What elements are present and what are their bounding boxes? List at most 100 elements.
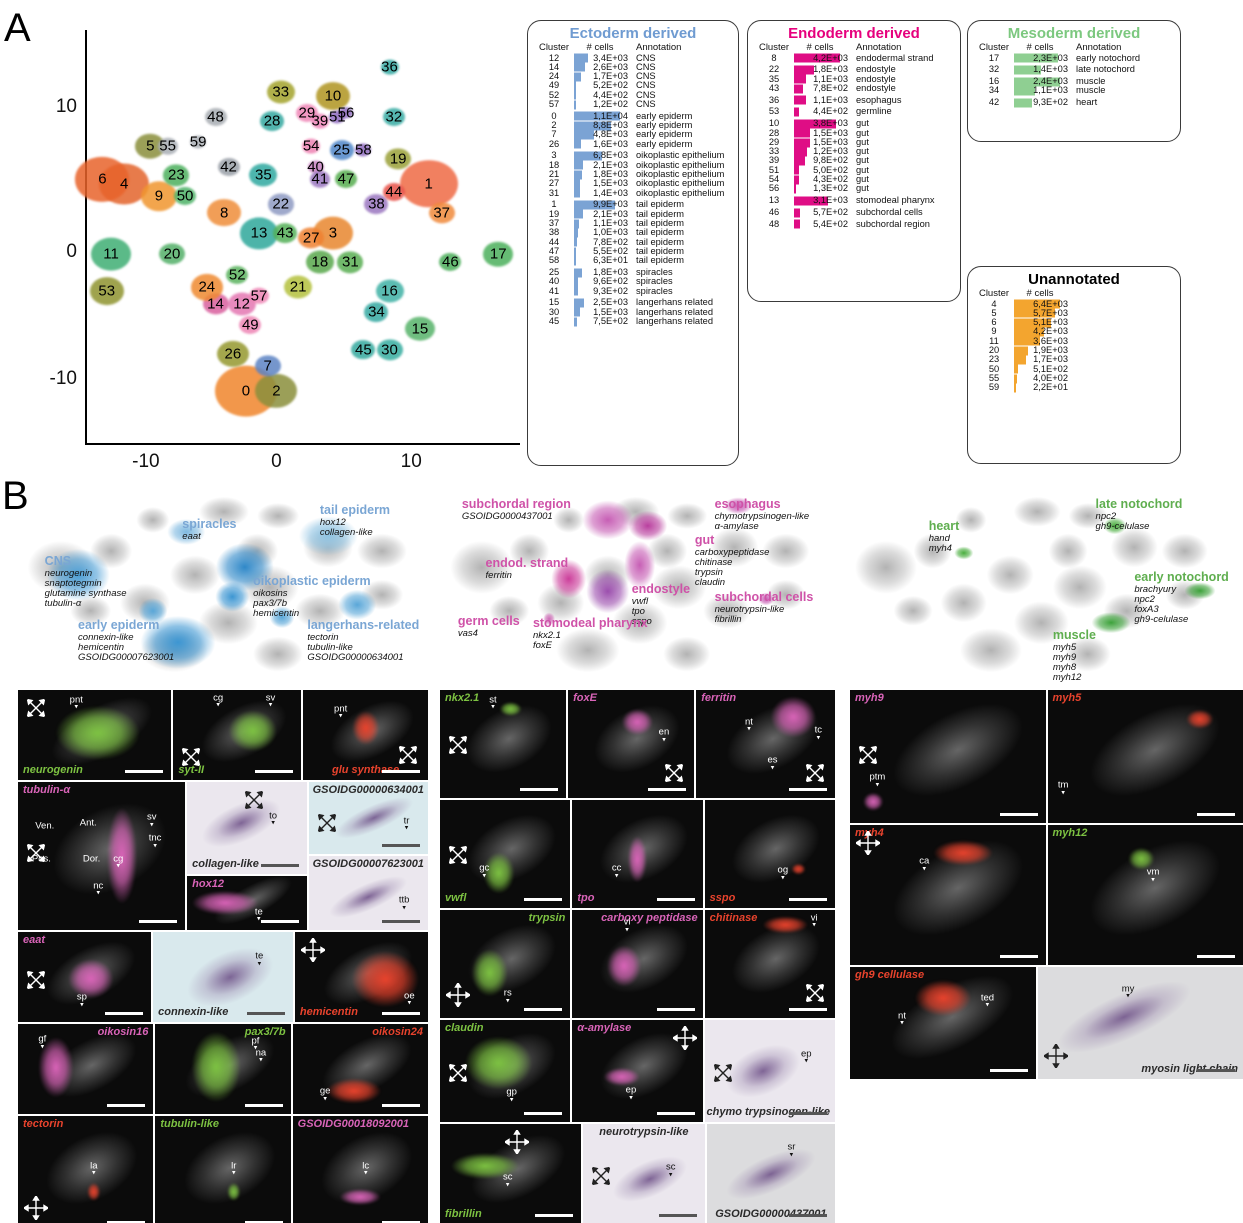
- cell-count-cell: 1,6E+03: [572, 139, 632, 149]
- cell-count-cell: 2,2E+01: [1012, 382, 1072, 393]
- cell-count-value: 2,2E+01: [1033, 382, 1068, 393]
- highlighted-cluster-blob: [542, 612, 555, 626]
- cell-count-cell: 1,1E+04: [572, 111, 632, 121]
- cluster-id-cell: 21: [548, 169, 560, 180]
- cluster-number: 58: [355, 141, 372, 159]
- cluster-id-cell: 27: [548, 178, 560, 189]
- cell-count-cell: 6,8E+03: [572, 151, 632, 161]
- cluster-number: 48: [207, 108, 224, 126]
- annotation-cell: subchordal cells: [856, 206, 923, 217]
- background-cluster-blob: [893, 595, 933, 627]
- gene-signal: [763, 916, 808, 934]
- anatomy-annotation: vi▾: [623, 916, 631, 933]
- cluster-number: 10: [324, 87, 342, 105]
- cell-count-cell: 7,8E+02: [792, 83, 852, 94]
- cell-count-cell: 6,4E+03: [1012, 299, 1072, 309]
- scale-bar: [535, 1214, 574, 1217]
- cluster-blob: [207, 198, 242, 227]
- arrowhead-icon: ▾: [338, 712, 343, 720]
- cell-count-cell: 1,1E+03: [792, 95, 852, 105]
- orientation-compass-icon: [299, 936, 327, 967]
- cluster-blob: [310, 113, 329, 129]
- anatomy-annotation: ge▾: [319, 1085, 331, 1102]
- gene-signal: [934, 840, 993, 866]
- cell-count-value: 4,4E+02: [813, 106, 848, 117]
- anatomy-annotation: nt▾: [898, 1009, 906, 1027]
- cell-count-cell: 1,9E+03: [1012, 345, 1072, 356]
- highlighted-cluster-blob: [46, 549, 110, 602]
- anatomy-annotation: nc▾: [93, 879, 104, 897]
- gene-label: myh9: [855, 692, 884, 704]
- arrowhead-icon: ▾: [407, 999, 412, 1007]
- background-cluster-blob: [940, 583, 987, 623]
- cluster-id-cell: 16: [988, 76, 1000, 87]
- arrowhead-icon: ▾: [257, 959, 262, 967]
- tissue-name: langerhans-related: [307, 617, 420, 632]
- cluster-blob: [298, 226, 325, 249]
- gene-label: syt-II: [178, 764, 205, 777]
- anatomy-annotation: tc▾: [814, 724, 823, 741]
- cluster-blob: [364, 194, 389, 215]
- arrowhead-icon: ▾: [40, 1042, 45, 1050]
- cluster-id-cell: 8: [771, 52, 777, 63]
- background-cluster-blob: [253, 636, 304, 672]
- cluster-number: 42: [220, 158, 237, 176]
- cell-count-cell: 1,5E+03: [792, 128, 852, 138]
- gene-label: trypsin: [528, 912, 566, 924]
- cluster-blob: [439, 253, 462, 272]
- cell-count-bar: [794, 53, 840, 63]
- cluster-number: 7: [263, 357, 272, 375]
- cluster-blob: [385, 147, 412, 170]
- cluster-id-cell: 10: [768, 118, 780, 129]
- orientation-compass-icon: [856, 743, 880, 772]
- anatomy-annotation: gf▾: [38, 1033, 47, 1050]
- cluster-number: 43: [276, 224, 294, 242]
- annotation-cell: CNS: [636, 52, 656, 63]
- cell-count-bar: [574, 209, 583, 219]
- cluster-id-cell: 40: [548, 276, 560, 287]
- tissue-name: esophagus: [714, 496, 781, 511]
- cluster-id-cell: 9: [991, 326, 997, 337]
- cell-count-bar: [794, 65, 814, 75]
- anatomy-annotation: vm▾: [1146, 866, 1160, 884]
- cell-count-value: 3,1E+03: [813, 195, 848, 206]
- cluster-id-cell: 44: [548, 236, 560, 247]
- cell-count-bar: [574, 286, 578, 296]
- table-title: Mesoderm derived: [1007, 25, 1141, 42]
- background-cluster-blob: [556, 628, 620, 673]
- cluster-id-cell: 4: [991, 298, 997, 309]
- arrowhead-icon: ▾: [816, 733, 821, 741]
- arrowhead-icon: ▾: [153, 841, 157, 849]
- arrowhead-icon: ▾: [668, 1170, 673, 1178]
- cluster-number: 13: [250, 224, 268, 242]
- arrowhead-icon: ▾: [770, 764, 775, 772]
- cell-count-value: 3,8E+03: [813, 118, 848, 129]
- cell-count-value: 4,8E+03: [593, 129, 628, 140]
- gene-label: hemicentin: [299, 1006, 358, 1019]
- gene-signal: [192, 890, 259, 916]
- cell-count-cell: 2,4E+03: [1012, 76, 1072, 87]
- arrowhead-icon: ▾: [323, 1094, 327, 1102]
- cell-count-cell: 4,8E+03: [572, 129, 632, 140]
- scale-bar: [648, 788, 687, 791]
- scale-bar: [658, 1214, 697, 1217]
